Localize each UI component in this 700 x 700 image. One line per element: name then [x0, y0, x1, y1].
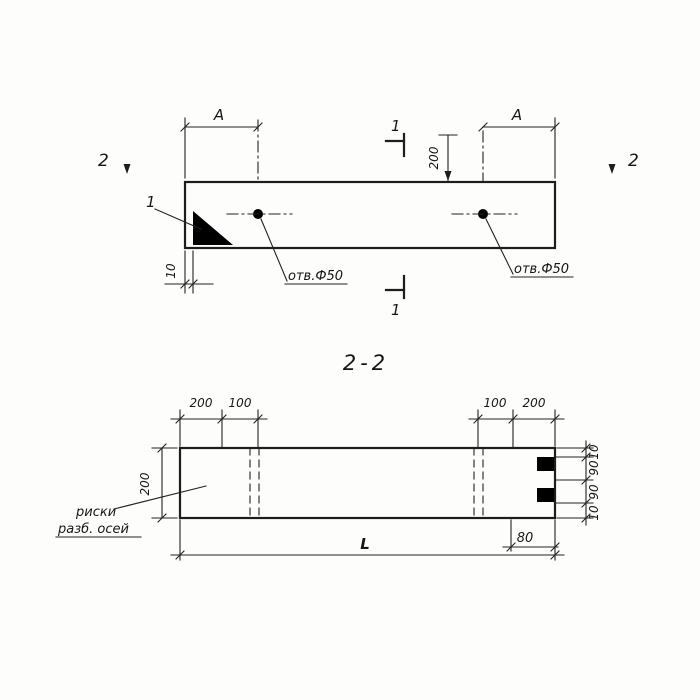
dim-top-right-200: 200	[523, 396, 546, 410]
section-1-bottom-label: 1	[391, 301, 401, 319]
dim-length-l	[170, 519, 565, 561]
section-2-left-label: 2	[98, 151, 109, 171]
section-2-mark-left	[123, 164, 131, 174]
axis-marks-label-line1: риски	[75, 505, 116, 520]
dim-200-vertical	[438, 134, 458, 182]
dim-right-90-top: 90	[587, 460, 601, 476]
dims-top-left	[170, 409, 268, 449]
dim-10-label: 10	[164, 263, 178, 279]
beam-outline-section	[178, 446, 557, 520]
beam-outline-plan	[183, 180, 557, 250]
hole-right-label: отв.Ф50	[514, 262, 569, 277]
dim-10	[164, 250, 214, 294]
dim-length-label: L	[360, 535, 370, 553]
dim-left-200-label: 200	[138, 472, 152, 495]
section-view-2-2: 2-2 200 100	[55, 351, 601, 561]
dim-a-left	[180, 117, 263, 179]
plan-view: 1 A A 200 1	[98, 106, 639, 319]
dim-top-left-100: 100	[229, 396, 252, 410]
detail-callout-leader	[154, 208, 202, 230]
hole-right-callout	[485, 218, 574, 278]
dim-200-vertical-label: 200	[427, 146, 441, 169]
dim-a-right	[478, 117, 560, 179]
axis-marks-label-line2: разб. осей	[57, 522, 129, 537]
hole-left-callout	[260, 218, 348, 285]
section-1-mark-top	[384, 132, 406, 158]
dims-top-right	[468, 409, 565, 449]
dim-right-90-bottom: 90	[587, 484, 601, 500]
dim-right-10-bottom: 10	[587, 505, 601, 521]
dim-a-left-label: A	[213, 106, 224, 124]
dims-right-stack	[555, 440, 594, 526]
section-title: 2-2	[343, 351, 389, 375]
section-2-mark-right	[608, 164, 616, 174]
hole-left-label: отв.Ф50	[288, 269, 343, 284]
section-2-right-label: 2	[628, 151, 639, 171]
dim-a-right-label: A	[511, 106, 522, 124]
dim-right-10-top: 10	[587, 444, 601, 460]
corner-detail-triangle	[193, 211, 233, 245]
keyway-notch-bottom	[537, 488, 554, 502]
keyway-notch-top	[537, 457, 554, 471]
section-1-mark-bottom	[384, 274, 406, 300]
dim-top-right-100: 100	[484, 396, 507, 410]
dim-left-200	[151, 443, 178, 523]
dim-top-left-200: 200	[190, 396, 213, 410]
section-1-top-label: 1	[391, 117, 401, 135]
axis-marks-callout	[55, 485, 207, 538]
dim-80-label: 80	[517, 531, 534, 546]
detail-callout-label: 1	[146, 193, 156, 211]
